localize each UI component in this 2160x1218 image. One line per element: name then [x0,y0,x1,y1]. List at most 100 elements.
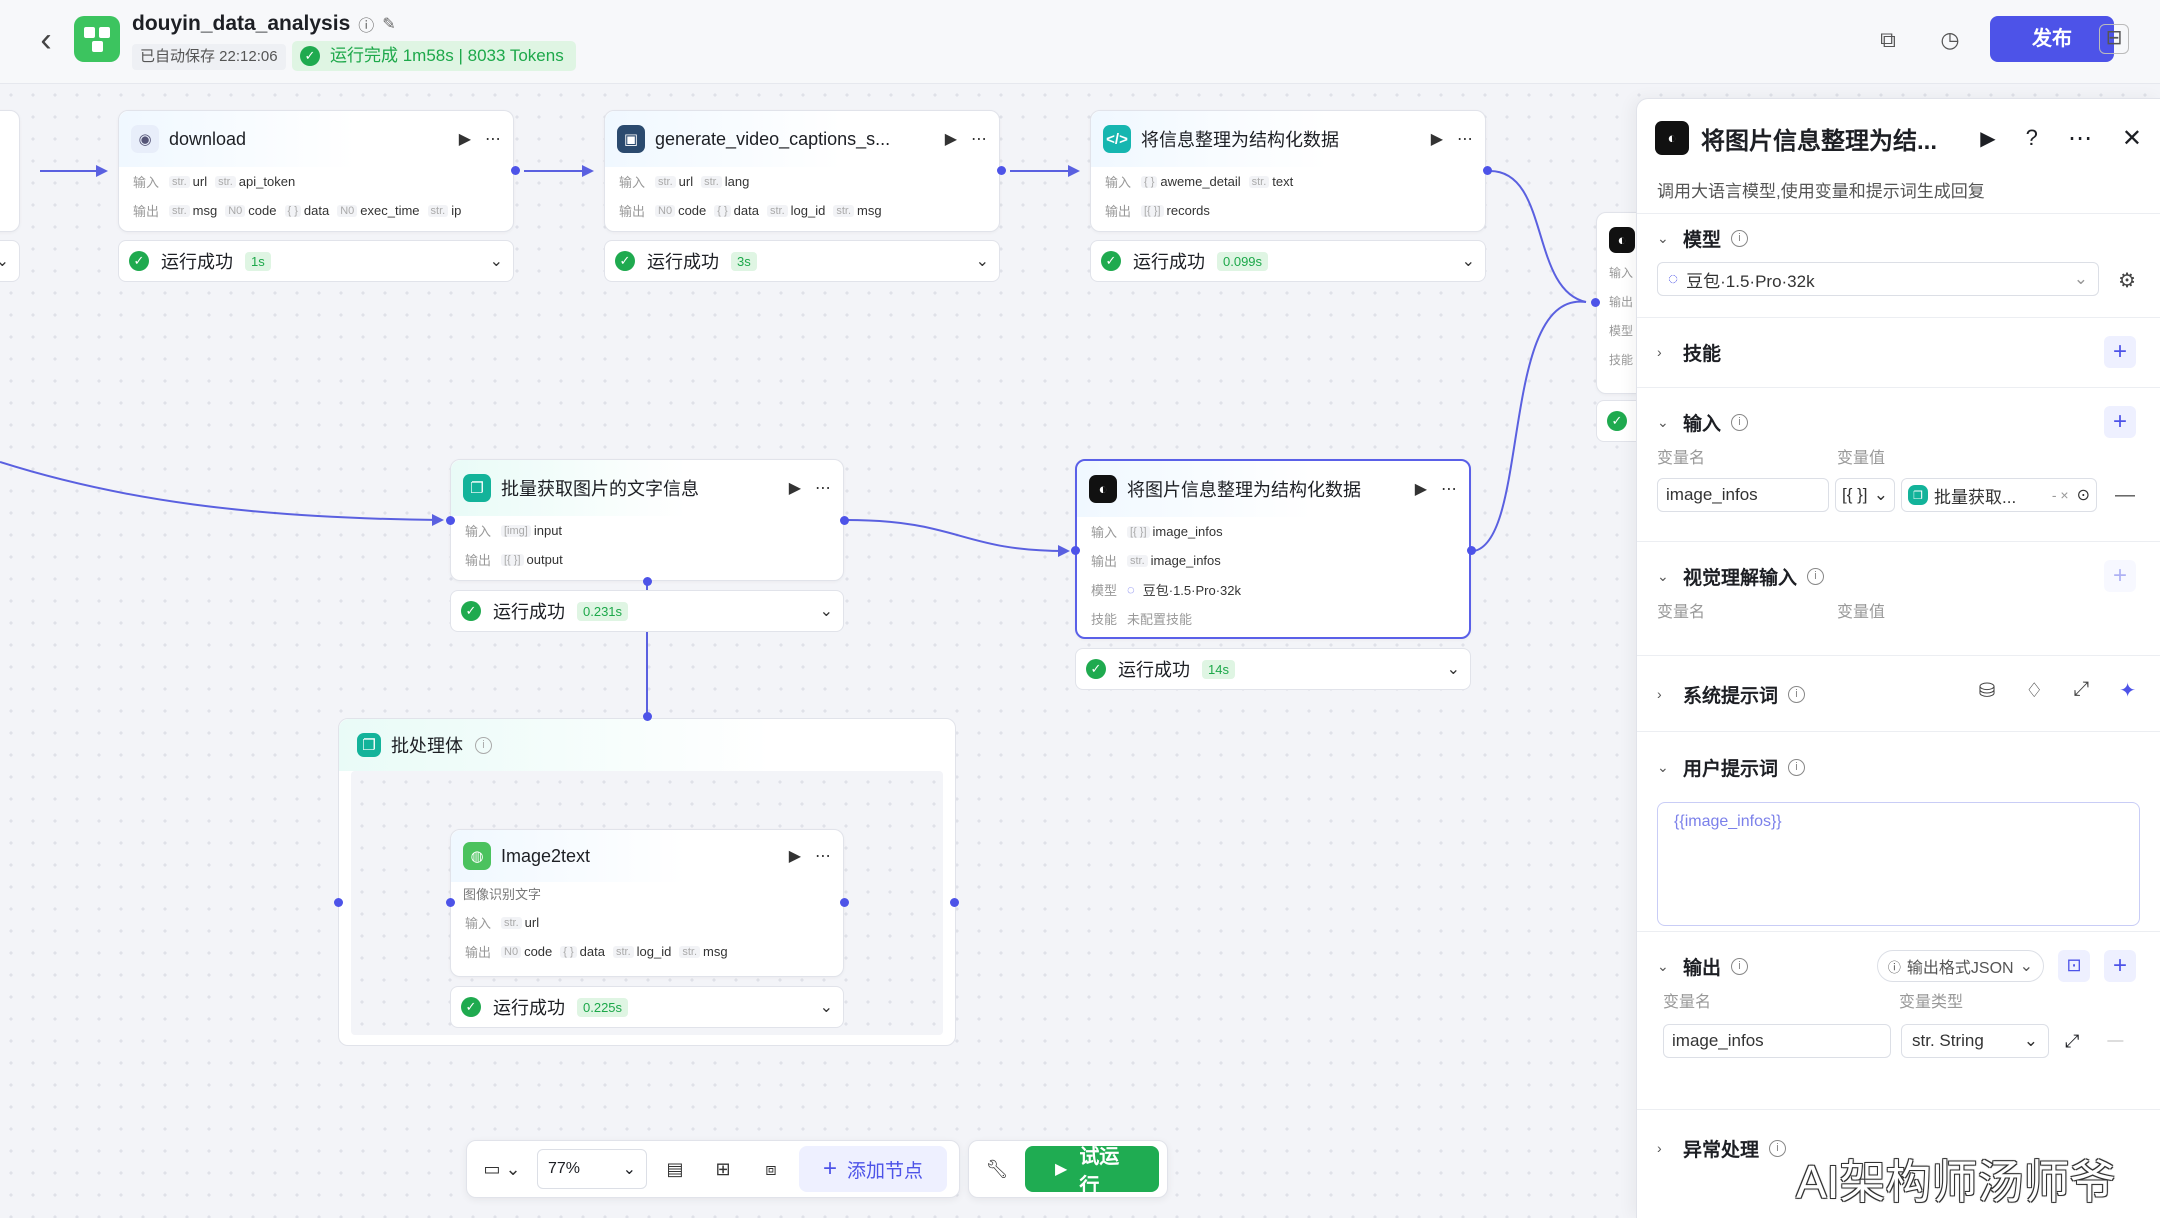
partial-left-status[interactable]: ⌄ [0,240,20,282]
info-icon[interactable]: i [1788,758,1806,776]
chevron-right-icon[interactable]: › [1657,344,1662,360]
layout-mode-icon[interactable]: ▭ ⌄ [483,1158,521,1179]
batch-port[interactable] [643,712,652,721]
comment-icon[interactable]: ▤ [666,1158,684,1179]
expand-icon[interactable]: ⤢ [2065,1030,2080,1051]
node-batch-fetch[interactable]: ❐ 批量获取图片的文字信息 ▶ ⋯ 输入 [img]input 输出 [{ }]… [450,459,844,581]
ai-sparkle-icon[interactable]: ✦ [2119,680,2136,702]
minimap-icon[interactable]: ⧈ [765,1158,777,1179]
bulb-icon[interactable]: ♢ [2025,680,2044,702]
run-node-icon[interactable]: ▶ [944,131,957,148]
input-var-ref-select[interactable]: ❐ 批量获取... - × ⊙ [1901,478,2097,512]
run-node-icon[interactable]: ▶ [1414,481,1427,498]
remove-icon[interactable]: — [2107,1032,2124,1049]
add-vision-input-button[interactable]: + [2104,560,2136,592]
batch-port[interactable] [643,577,652,586]
node-batch-fetch-status[interactable]: ✓ 运行成功 0.231s ⌄ [450,590,844,632]
run-node-icon[interactable]: ▶ [1430,131,1443,148]
batch-inner-port[interactable] [334,898,343,907]
add-input-button[interactable]: + [2104,406,2136,438]
info-icon[interactable]: ⓘ [358,18,375,35]
node-structure2-status[interactable]: ✓ 运行成功 14s ⌄ [1075,648,1471,690]
close-icon[interactable]: ✕ [2121,124,2142,152]
info-icon[interactable]: i [1731,229,1749,247]
node-generate-captions[interactable]: ▣ generate_video_captions_s... ▶ ⋯ 输入 st… [604,110,1000,232]
output-port[interactable] [840,898,849,907]
input-var-type-select[interactable]: [{ }] ⌄ [1835,478,1895,512]
run-node-icon[interactable]: ▶ [788,848,801,865]
chevron-down-icon[interactable]: ⌄ [1657,758,1669,775]
input-port[interactable] [1591,298,1600,307]
node-image2text[interactable]: ◍ Image2text ▶ ⋯ 图像识别文字 输入 str.url 输出 N0… [450,829,844,977]
input-port[interactable] [1071,546,1080,555]
node-download[interactable]: ◉ download ▶ ⋯ 输入 str.url str.api_token … [118,110,514,232]
add-output-button[interactable]: + [2104,950,2136,982]
history-icon[interactable]: ◷ [1940,27,1960,52]
add-skill-button[interactable]: + [2104,336,2136,368]
chevron-right-icon[interactable]: › [1657,1140,1662,1156]
chevron-down-icon[interactable]: ⌄ [1657,413,1669,430]
chevron-down-icon[interactable]: ⌄ [1446,661,1460,678]
output-port[interactable] [1483,166,1492,175]
more-icon[interactable]: ⋯ [815,848,831,865]
more-icon[interactable]: ⋯ [815,480,831,497]
output-port[interactable] [1467,546,1476,555]
output-port[interactable] [840,516,849,525]
input-port[interactable] [446,516,455,525]
wrench-icon[interactable]: 🔧︎ [985,1158,1009,1179]
batch-inner-port[interactable] [950,898,959,907]
chevron-down-icon[interactable]: ⌄ [819,603,833,620]
clear-icon[interactable]: - × [2051,487,2069,503]
settings-icon[interactable]: ⚙ [2118,270,2136,292]
info-icon[interactable]: i [1731,957,1749,975]
node-structure-data[interactable]: </> 将信息整理为结构化数据 ▶ ⋯ 输入 { }aweme_detail s… [1090,110,1486,232]
info-icon[interactable]: i [475,736,492,754]
grid-layout-icon[interactable]: ⊞ [715,1158,731,1179]
library-icon[interactable]: ⛁ [1978,680,1996,702]
add-node-button[interactable]: + 添加节点 [799,1146,948,1192]
import-icon[interactable]: ⊡ [2058,950,2090,982]
edit-icon[interactable]: ✎ [382,16,396,33]
node-image2text-status[interactable]: ✓ 运行成功 0.225s ⌄ [450,986,844,1028]
more-icon[interactable]: ⋯ [1441,481,1457,498]
more-icon[interactable]: ⋯ [485,131,501,148]
help-icon[interactable]: ? [2025,125,2038,150]
more-icon[interactable]: ⋯ [2067,124,2092,152]
info-icon[interactable]: i [1788,685,1806,703]
output-var-name-field[interactable]: image_infos [1663,1024,1891,1058]
chevron-down-icon[interactable]: ⌄ [489,253,503,270]
info-icon[interactable]: i [1807,567,1825,585]
more-icon[interactable]: ⋯ [1457,131,1473,148]
target-icon[interactable]: ⊙ [2076,487,2090,504]
expand-icon[interactable]: ⤢ [2073,678,2090,700]
node-captions-status[interactable]: ✓ 运行成功 3s ⌄ [604,240,1000,282]
node-download-status[interactable]: ✓ 运行成功 1s ⌄ [118,240,514,282]
run-node-icon[interactable]: ▶ [1980,127,1996,150]
user-prompt-editor[interactable]: {{image_infos}} [1657,802,2140,926]
input-port[interactable] [446,898,455,907]
info-icon[interactable]: i [1731,413,1749,431]
output-format-select[interactable]: ⓘ 输出格式JSON ⌄ [1876,950,2044,982]
try-run-button[interactable]: ▶ 试运行 [1025,1146,1159,1197]
chevron-down-icon[interactable]: ⌄ [819,999,833,1016]
chevron-down-icon[interactable]: ⌄ [1461,253,1475,270]
copy-icon[interactable]: ⧉ [1880,27,1896,52]
more-icon[interactable]: ⋯ [971,131,987,148]
zoom-select[interactable]: 77% ⌄ [537,1149,647,1189]
node-image-structure[interactable]: ◐ 将图片信息整理为结构化数据 ▶ ⋯ 输入 [{ }]image_infos … [1075,459,1471,639]
chevron-down-icon[interactable]: ⌄ [1657,567,1669,584]
node-structure1-status[interactable]: ✓ 运行成功 0.099s ⌄ [1090,240,1486,282]
model-select[interactable]: ◌ 豆包·1.5·Pro·32k ⌄ [1657,262,2099,296]
input-var-name-field[interactable]: image_infos [1657,478,1829,512]
chevron-down-icon[interactable]: ⌄ [1657,229,1669,246]
back-arrow-icon[interactable]: ‹ [40,21,52,59]
publish-button[interactable]: 发布 [1990,16,2114,62]
output-port[interactable] [511,166,520,175]
partial-left-node[interactable] [0,110,20,232]
run-node-icon[interactable]: ▶ [458,131,471,148]
output-port[interactable] [997,166,1006,175]
panel-toggle-icon[interactable]: ⊟ [2099,24,2129,54]
chevron-down-icon[interactable]: ⌄ [1657,957,1669,974]
chevron-down-icon[interactable]: ⌄ [975,253,989,270]
remove-icon[interactable]: — [2115,483,2135,506]
